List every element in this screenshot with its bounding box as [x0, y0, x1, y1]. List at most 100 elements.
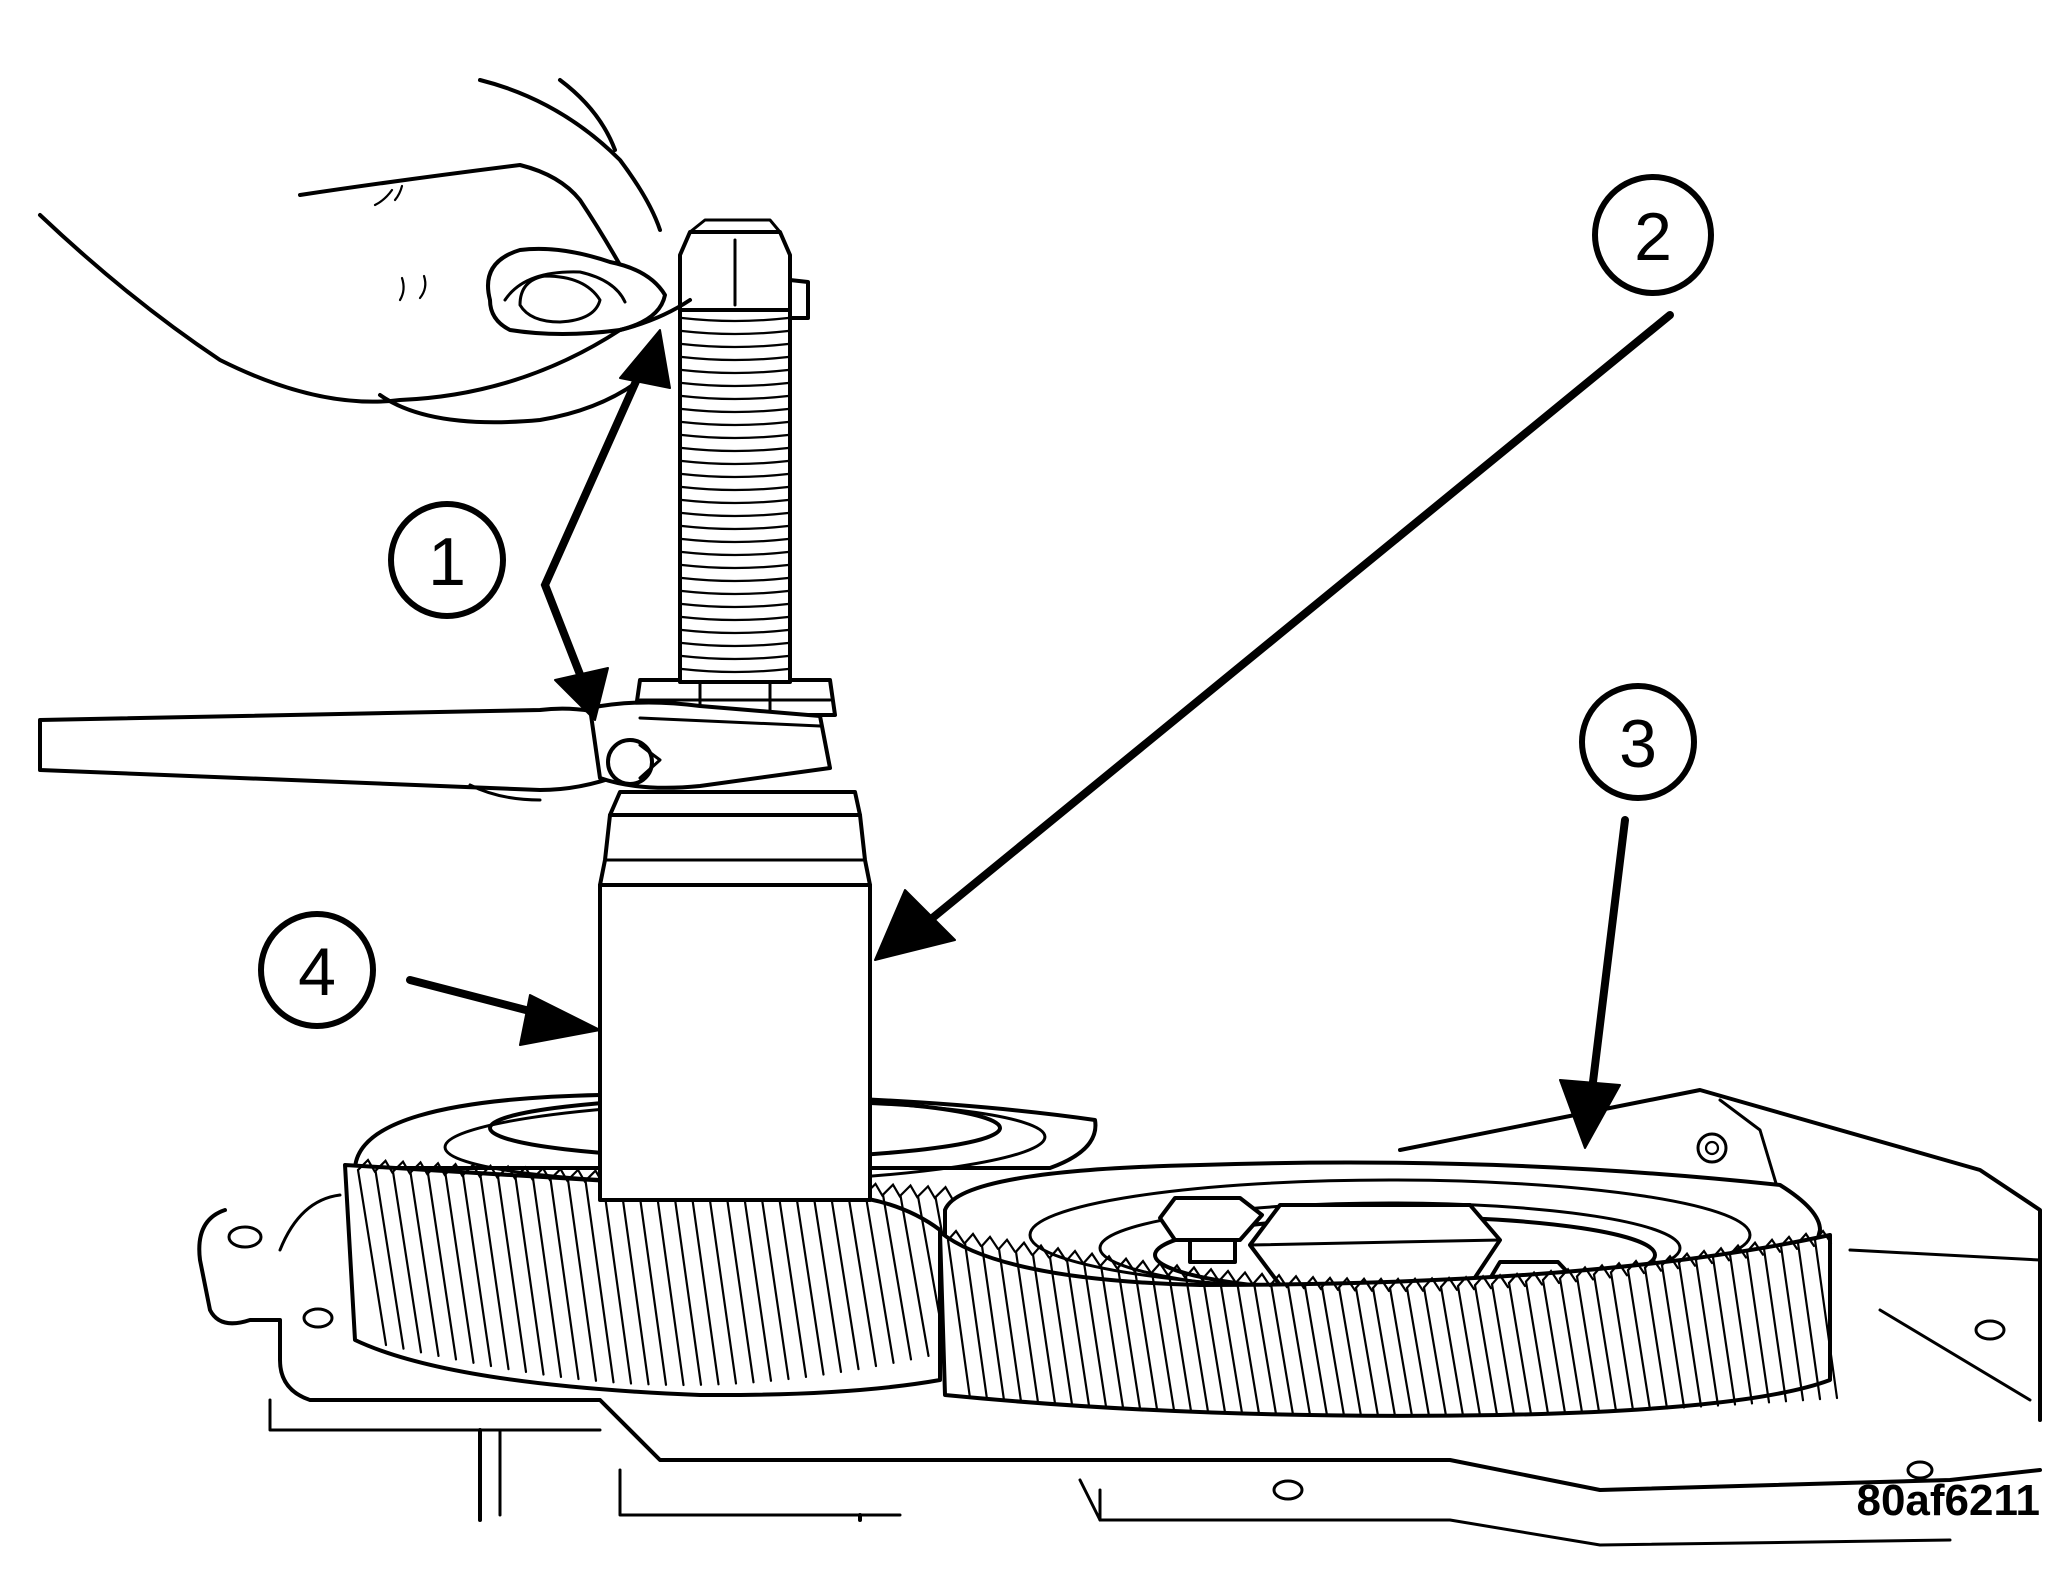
- thread-line: [680, 368, 790, 375]
- gear-tooth: [514, 1176, 545, 1376]
- callout-3: 3: [1579, 683, 1697, 801]
- thread-line: [680, 576, 790, 583]
- gear-tooth: [1626, 1268, 1652, 1411]
- gear-tooth: [1490, 1283, 1516, 1416]
- gear-tooth-tip: [1252, 1272, 1272, 1288]
- gear-tooth-tip: [409, 1160, 429, 1176]
- thread-line: [680, 641, 790, 648]
- thread-line: [680, 407, 790, 414]
- gear-tooth: [391, 1170, 423, 1354]
- callout-2: 2: [1592, 174, 1714, 296]
- bearing-remover-tool: [598, 218, 872, 1202]
- gear-tooth: [1796, 1241, 1822, 1401]
- gear-tooth: [1592, 1273, 1618, 1413]
- gear-tooth: [374, 1169, 405, 1350]
- gear-tooth-tip: [1133, 1259, 1153, 1275]
- thread-line: [680, 511, 790, 518]
- gear-tooth-tip: [374, 1159, 394, 1174]
- gear-tooth-tip: [496, 1164, 517, 1180]
- gear-tooth-tip: [1354, 1277, 1374, 1292]
- gear-tooth-tip: [881, 1182, 902, 1198]
- gear-tooth-tip: [1558, 1267, 1578, 1283]
- gear-tooth-tip: [1371, 1277, 1391, 1293]
- gear-tooth-tip: [963, 1232, 983, 1248]
- thread-line: [680, 563, 790, 570]
- gear-tooth: [1779, 1244, 1805, 1402]
- thread-line: [680, 342, 790, 349]
- gear-tooth-tip: [980, 1235, 1000, 1250]
- gear-tooth-tip: [1745, 1240, 1765, 1256]
- gear-tooth: [1677, 1261, 1703, 1408]
- gear-tooth-tip: [1269, 1273, 1289, 1289]
- gear-tooth: [1813, 1238, 1839, 1400]
- gear-tooth: [1099, 1264, 1125, 1409]
- callout-2-label: 2: [1634, 199, 1672, 275]
- gear-tooth: [1354, 1286, 1380, 1418]
- gear-tooth: [1762, 1247, 1788, 1403]
- gear-tooth-tip: [1660, 1254, 1680, 1270]
- gear-tooth: [1541, 1278, 1567, 1415]
- thread-line: [680, 550, 790, 557]
- thread-line: [680, 628, 790, 635]
- gear-tooth-tip: [1184, 1265, 1204, 1281]
- gear-tooth: [619, 1181, 650, 1386]
- gear-tooth-tip: [461, 1163, 482, 1179]
- gear-tooth-tip: [514, 1165, 534, 1181]
- thread-line: [680, 472, 790, 479]
- gear-tooth-tip: [1218, 1269, 1238, 1285]
- thread-line: [680, 381, 790, 388]
- callout-2-arrowhead: [874, 889, 956, 961]
- callout-4-arrowhead: [519, 994, 601, 1046]
- thread-line: [680, 537, 790, 544]
- gear-tooth: [1218, 1278, 1244, 1415]
- gear-tooth: [1065, 1258, 1091, 1407]
- gear-tooth-tip: [1099, 1254, 1119, 1270]
- technician-hand: [38, 78, 692, 425]
- gear-tooth: [1133, 1268, 1159, 1411]
- gear-tooth: [899, 1194, 930, 1358]
- gear-tooth-tip: [1779, 1235, 1799, 1250]
- thread-line: [680, 433, 790, 440]
- gear-tooth-tip: [1456, 1275, 1476, 1291]
- gear-tooth-tip: [444, 1162, 464, 1178]
- gear-tooth-tip: [1405, 1277, 1425, 1292]
- figure-id: 80af6211: [1856, 1476, 2040, 1525]
- callout-1-arrowhead-bottom: [554, 667, 609, 721]
- callout-3-arrowhead: [1559, 1079, 1621, 1149]
- gear-tooth: [496, 1175, 528, 1374]
- gear-tooth: [1728, 1253, 1754, 1405]
- gear-tooth-tip: [1643, 1256, 1663, 1272]
- gear-tooth: [461, 1173, 493, 1368]
- gear-tooth: [1439, 1285, 1465, 1417]
- gear-tooth: [671, 1183, 703, 1386]
- thread-line: [680, 459, 790, 466]
- gear-tooth: [864, 1192, 895, 1364]
- gear-tooth-tip: [1813, 1229, 1833, 1245]
- gear-tooth-tip: [1626, 1259, 1646, 1275]
- gear-tooth-tip: [531, 1166, 552, 1182]
- gear-tooth-tip: [934, 1185, 954, 1201]
- callout-1-label: 1: [428, 524, 466, 600]
- gear-tooth-tip: [1473, 1274, 1493, 1290]
- wrench: [38, 700, 832, 802]
- gear-tooth-tip: [1048, 1246, 1068, 1262]
- gear-tooth: [1711, 1256, 1737, 1406]
- gear-tooth: [1745, 1250, 1771, 1404]
- gear-tooth: [636, 1182, 668, 1386]
- callout-1-arrowhead-top: [619, 329, 671, 389]
- gear-tooth-tip: [1677, 1251, 1697, 1267]
- gear-tooth: [759, 1187, 790, 1381]
- gear-tooth: [1609, 1271, 1635, 1412]
- gear-tooth: [479, 1174, 510, 1371]
- gear-tooth-tip: [356, 1158, 377, 1174]
- gear-tooth-tip: [1609, 1261, 1629, 1277]
- gear-tooth: [1422, 1286, 1448, 1417]
- gear-tooth-tip: [1694, 1249, 1714, 1265]
- gear-tooth-tip: [566, 1168, 587, 1183]
- gear-tooth: [946, 1238, 972, 1400]
- gear-tooth-tip: [1303, 1275, 1323, 1291]
- screw-threads: [680, 316, 790, 674]
- gear-tooth: [1235, 1280, 1261, 1415]
- gear-tooth: [409, 1171, 440, 1358]
- gear-tooth-tip: [1201, 1267, 1221, 1283]
